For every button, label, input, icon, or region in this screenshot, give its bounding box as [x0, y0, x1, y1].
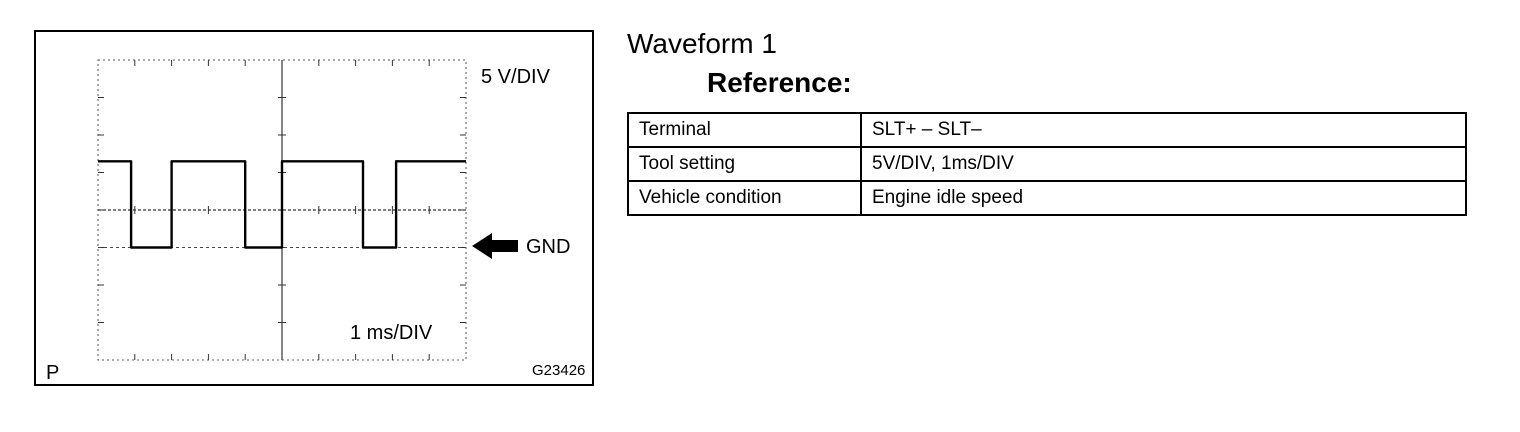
panel-letter: P [46, 362, 60, 384]
reference-table: Terminal SLT+ – SLT– Tool setting 5V/DIV… [627, 112, 1467, 216]
row-value-tool-setting: 5V/DIV, 1ms/DIV [860, 146, 1467, 182]
gnd-arrow-icon [472, 233, 518, 259]
reference-heading: Reference: [707, 67, 852, 98]
row-value-vehicle-condition: Engine idle speed [860, 180, 1467, 216]
row-label-vehicle-condition: Vehicle condition [627, 180, 862, 216]
time-per-div-label: 1 ms/DIV [350, 322, 433, 344]
row-value-terminal: SLT+ – SLT– [860, 112, 1467, 148]
row-label-tool-setting: Tool setting [627, 146, 862, 182]
gnd-label: GND [526, 236, 571, 258]
waveform-trace [98, 160, 466, 249]
volts-per-div-label: 5 V/DIV [481, 66, 550, 88]
table-row: Vehicle condition Engine idle speed [627, 180, 1467, 216]
waveform-title: Waveform 1 [627, 28, 777, 59]
row-label-terminal: Terminal [627, 112, 862, 148]
oscilloscope-panel: 5 V/DIV 1 ms/DIV GND P G23426 [34, 30, 594, 386]
table-row: Terminal SLT+ – SLT– [627, 112, 1467, 148]
table-row: Tool setting 5V/DIV, 1ms/DIV [627, 146, 1467, 182]
oscilloscope-screen [97, 59, 518, 361]
figure-code: G23426 [532, 362, 586, 379]
